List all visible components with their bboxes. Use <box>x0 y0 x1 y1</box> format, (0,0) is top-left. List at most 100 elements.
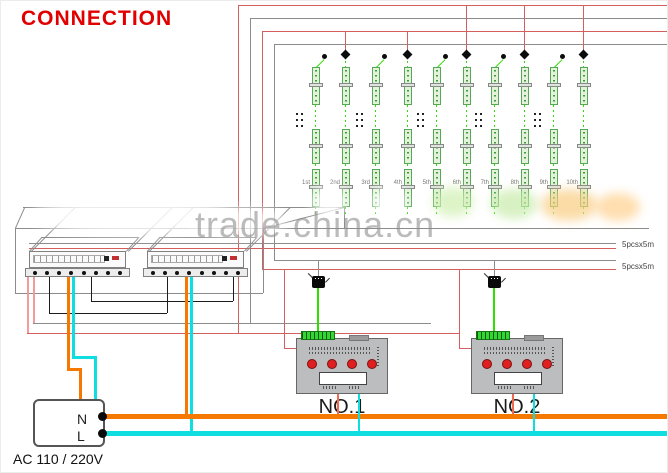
controller2-cyan-drop <box>533 394 535 431</box>
psu1-data-wire <box>49 277 50 313</box>
box-back-rail-end <box>344 207 345 228</box>
strip-connector-plug <box>578 49 589 60</box>
psu1-ac-orange-drop <box>79 368 82 416</box>
dc-gray-line <box>33 323 431 324</box>
psu2-gnd-wire <box>233 277 234 301</box>
strip-connector-plug <box>519 49 530 60</box>
psu1-diag <box>126 236 140 252</box>
box-front-rail <box>15 228 649 229</box>
controller1-labels <box>349 386 359 389</box>
controller1-terminal-block <box>301 331 335 340</box>
led-controller-1 <box>296 331 388 394</box>
strip-order-label: 1st <box>301 180 310 186</box>
connector1-plug <box>312 276 325 288</box>
controller2-name: NO.2 <box>493 396 541 418</box>
bus2-red <box>262 269 616 270</box>
psu2-led <box>230 256 237 260</box>
psu1-led <box>112 256 119 260</box>
connector2-plug <box>488 276 501 288</box>
strip-order-label: 8th <box>510 180 519 186</box>
psu2-ac-orange-wire <box>185 277 188 415</box>
controller2-red-feed <box>459 348 471 349</box>
led-strip-column: 9th <box>534 1 574 281</box>
box-corner-diag <box>15 206 26 229</box>
bus1-gray <box>29 243 616 244</box>
controller1-display <box>319 372 367 385</box>
bus2-gray <box>274 260 616 261</box>
psu1-ac-orange-jog <box>67 368 81 371</box>
psu2-terminal-strip <box>143 268 248 277</box>
ac-voltage-label: AC 110 / 220V <box>13 451 104 467</box>
ac-input-box: N L <box>33 399 105 447</box>
strip-order-label: 4th <box>393 180 402 186</box>
bus1-red <box>29 248 616 249</box>
terminal-n-label: N <box>77 411 88 427</box>
controller2-labels <box>524 386 534 389</box>
strip-connector-dot <box>322 54 327 59</box>
controller2-side-labels <box>552 347 554 367</box>
led-strip-column: 8th <box>505 1 545 281</box>
box-right-edge <box>263 228 264 293</box>
psu1-terminal-strip <box>25 268 130 277</box>
feed-wire-gray-outer <box>250 18 667 19</box>
connector2-green-wire <box>493 288 495 332</box>
controller2-button <box>482 359 492 369</box>
strip-connector-dot <box>382 54 387 59</box>
controller1-button <box>367 359 377 369</box>
controller1-power-drop <box>337 394 339 414</box>
psu1-ac-orange-wire <box>67 277 70 369</box>
connector1-up-wire <box>318 260 319 277</box>
ac-orange-bus <box>101 414 667 419</box>
feed-wire-gray-outer-left <box>250 18 251 323</box>
page-title: CONNECTION <box>21 7 173 30</box>
led-strip-column: 10th <box>564 1 604 281</box>
strip-order-label: 9th <box>539 180 548 186</box>
controller1-labels <box>309 347 371 350</box>
ac-cyan-bus <box>101 431 667 436</box>
controller2-labels <box>498 386 512 389</box>
psu2-data-wire <box>167 277 168 313</box>
controller1-cyan-drop <box>358 394 360 431</box>
feed-wire-gray-inner <box>274 44 667 45</box>
strip-connector-dot <box>560 54 565 59</box>
controller1-red-feed <box>284 348 296 349</box>
terminal-l-label: L <box>77 428 85 444</box>
controller1-red-feed <box>284 269 285 348</box>
psu1-vminus-wire <box>33 277 35 323</box>
box-inner-diag <box>31 207 76 252</box>
strip-connector-plug <box>402 49 413 60</box>
controller1-name: NO.1 <box>318 396 366 418</box>
controller2-labels <box>484 347 546 350</box>
feed-wire-red-inner <box>262 31 667 32</box>
feed-wire-gray-inner-left <box>274 44 275 260</box>
psu1-power-supply <box>29 251 126 268</box>
controller1-button <box>327 359 337 369</box>
controller1-labels <box>323 386 337 389</box>
box-inner-diag <box>149 207 194 252</box>
strip-connector-dot <box>443 54 448 59</box>
psu2-diag <box>147 236 161 252</box>
led-controller-2 <box>471 331 563 394</box>
data-loop-wire <box>49 313 167 314</box>
psu1-top-edge <box>41 237 138 238</box>
controller2-button <box>542 359 552 369</box>
psu1-gnd-wire <box>91 277 92 301</box>
strip-order-label: 7th <box>480 180 489 186</box>
strip-connector-plug <box>340 49 351 60</box>
psu2-top-edge <box>159 237 256 238</box>
feed-wire-red-outer <box>238 5 667 6</box>
controller2-terminal-block <box>476 331 510 340</box>
controller2-button <box>502 359 512 369</box>
controller2-display <box>494 372 542 385</box>
controller2-button <box>522 359 532 369</box>
watermark-text: trade.china.cn <box>195 204 436 245</box>
strip-connector-dot <box>501 54 506 59</box>
controller2-red-feed <box>459 269 460 348</box>
strip-order-label: 5th <box>422 180 431 186</box>
strip-order-label: 3rd <box>361 180 370 186</box>
psu1-vplus-wire <box>27 277 29 333</box>
controller2-sd-slot <box>524 335 544 341</box>
box-inner-diag <box>128 207 173 252</box>
controller1-button <box>347 359 357 369</box>
controller1-side-labels <box>377 347 379 367</box>
